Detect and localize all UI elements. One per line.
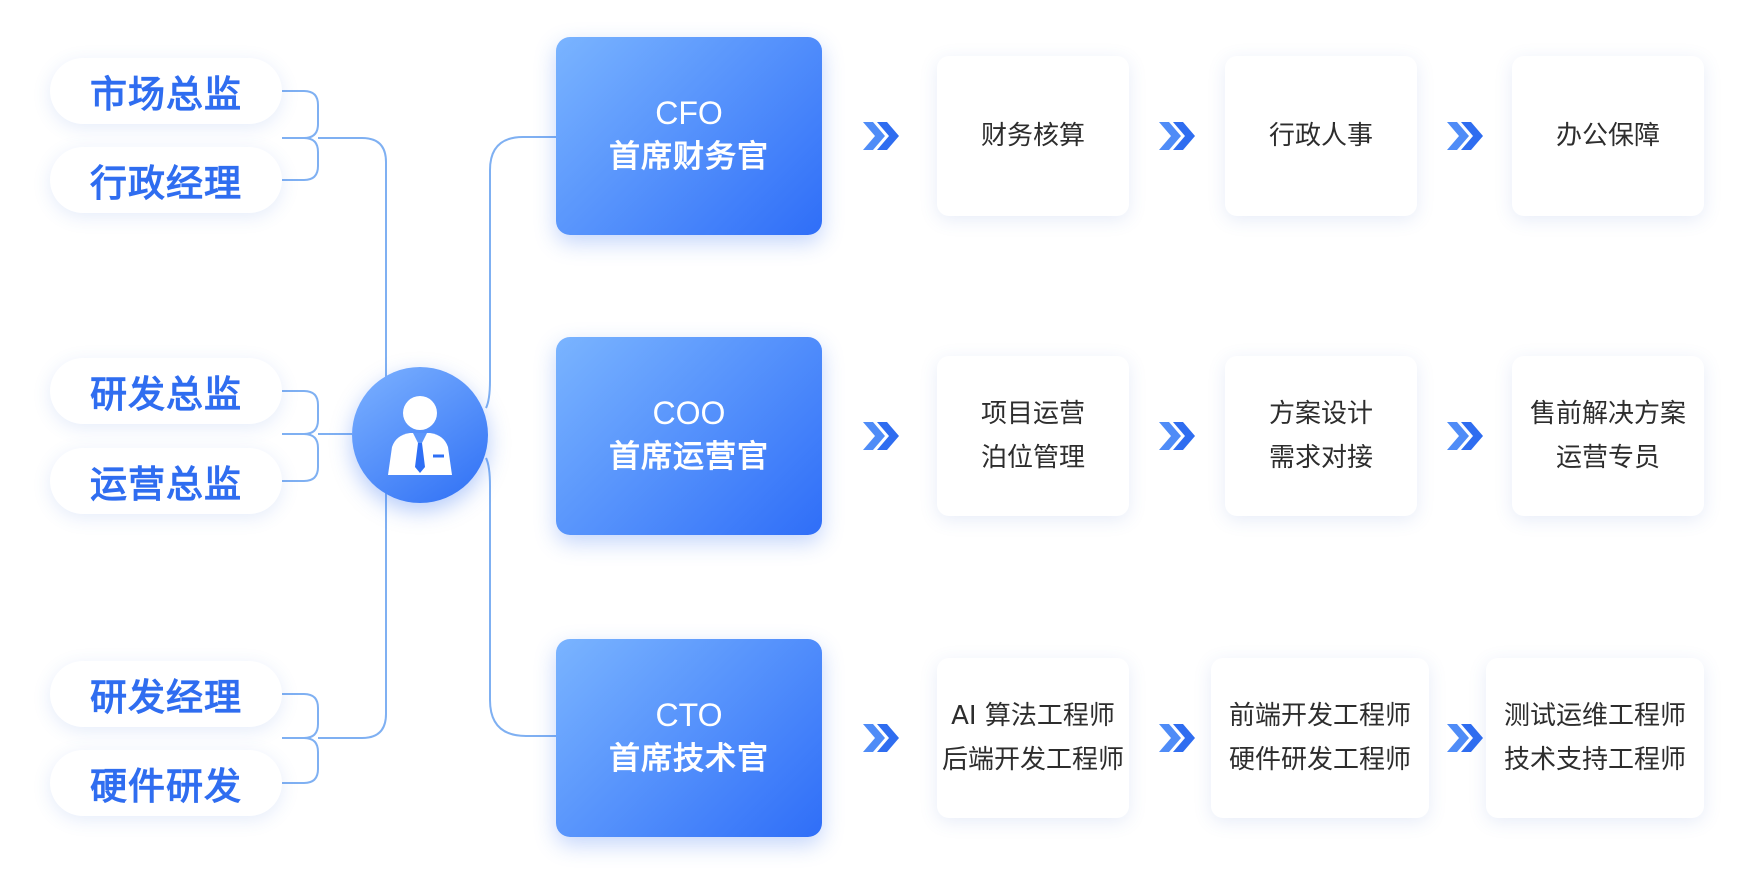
double-chevron-icon — [1157, 420, 1197, 452]
double-chevron-icon — [861, 420, 901, 452]
stage-text: 方案设计 — [1268, 399, 1373, 429]
stage-box: 行政人事 — [1225, 56, 1417, 216]
double-chevron-icon — [1157, 120, 1197, 152]
exec-card-cto: CTO 首席技术官 — [556, 639, 822, 837]
double-chevron-icon — [1445, 120, 1485, 152]
double-chevron-icon — [1445, 722, 1485, 754]
double-chevron-icon — [861, 120, 901, 152]
stage-text: 需求对接 — [1268, 443, 1373, 473]
stage-text: 硬件研发工程师 — [1228, 745, 1411, 775]
pill-5: 研发经理 — [50, 661, 282, 727]
stage-text: 办公保障 — [1555, 121, 1660, 151]
stage-text: 前端开发工程师 — [1228, 701, 1411, 731]
executive-person-icon — [388, 396, 452, 475]
exec-card-cfo: CFO 首席财务官 — [556, 37, 822, 235]
stage-text: 售前解决方案 — [1529, 399, 1686, 429]
exec-title: 首席财务官 — [609, 139, 769, 175]
exec-code: CFO — [655, 95, 723, 131]
stage-box: 办公保障 — [1512, 56, 1704, 216]
double-chevron-icon — [1157, 722, 1197, 754]
stage-box: 测试运维工程师 技术支持工程师 — [1486, 658, 1704, 818]
stage-text: 运营专员 — [1555, 443, 1660, 473]
exec-title: 首席技术官 — [609, 741, 769, 777]
exec-card-coo: COO 首席运营官 — [556, 337, 822, 535]
stage-text: 行政人事 — [1268, 121, 1373, 151]
stage-box: 项目运营 泊位管理 — [937, 356, 1129, 516]
stage-text: 泊位管理 — [980, 443, 1085, 473]
stage-text: 技术支持工程师 — [1503, 745, 1686, 775]
double-chevron-icon — [1445, 420, 1485, 452]
stage-box: 财务核算 — [937, 56, 1129, 216]
center-node — [352, 367, 488, 503]
stage-text: 财务核算 — [980, 121, 1085, 151]
pill-4: 运营总监 — [50, 448, 282, 514]
stage-box: 售前解决方案 运营专员 — [1512, 356, 1704, 516]
stage-box: AI 算法工程师 后端开发工程师 — [937, 658, 1129, 818]
pill-3: 研发总监 — [50, 358, 282, 424]
stage-box: 方案设计 需求对接 — [1225, 356, 1417, 516]
exec-code: COO — [652, 395, 726, 431]
stage-text: AI 算法工程师 — [951, 701, 1115, 731]
stage-text: 后端开发工程师 — [941, 745, 1124, 775]
pill-6: 硬件研发 — [50, 750, 282, 816]
stage-text: 测试运维工程师 — [1503, 701, 1686, 731]
stage-box: 前端开发工程师 硬件研发工程师 — [1211, 658, 1429, 818]
stage-text: 项目运营 — [980, 399, 1085, 429]
pill-2: 行政经理 — [50, 147, 282, 213]
pill-1: 市场总监 — [50, 58, 282, 124]
exec-title: 首席运营官 — [609, 439, 769, 475]
double-chevron-icon — [861, 722, 901, 754]
exec-code: CTO — [655, 697, 723, 733]
